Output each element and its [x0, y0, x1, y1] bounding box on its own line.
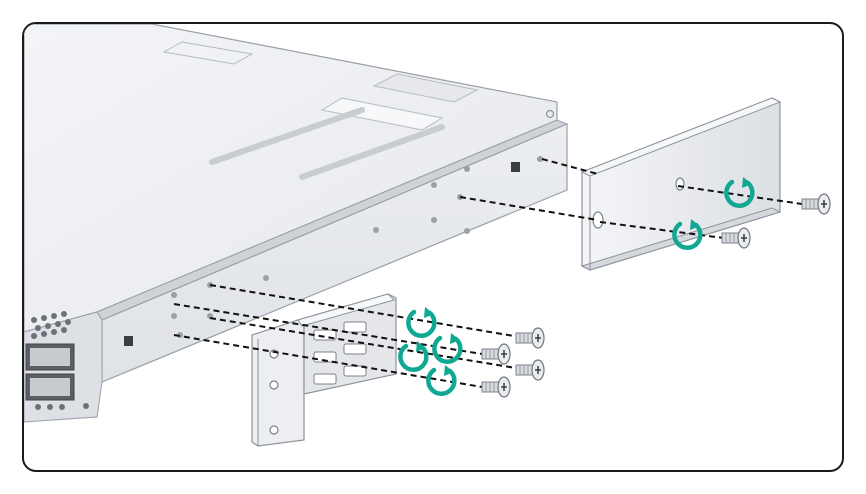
vent-slot-right	[511, 162, 520, 172]
installation-diagram	[24, 24, 831, 447]
switch-chassis	[24, 24, 569, 423]
diagram-frame	[22, 22, 844, 472]
front-mounting-bracket	[251, 293, 397, 447]
vent-slot-left	[124, 336, 133, 346]
